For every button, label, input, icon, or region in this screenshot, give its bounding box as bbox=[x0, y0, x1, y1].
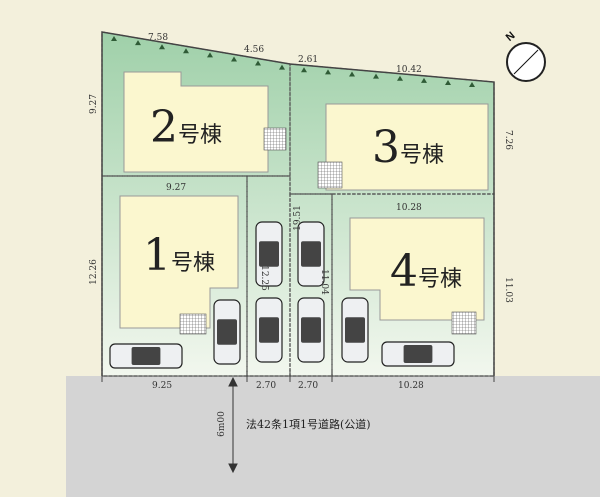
building-4-label: 4号棟 bbox=[390, 246, 462, 297]
fence-marker bbox=[325, 69, 331, 75]
dim-bottom-2: 2.70 bbox=[256, 381, 276, 391]
house-3 bbox=[317, 103, 489, 191]
dim-drive-left: 12.25 bbox=[259, 265, 269, 291]
parking-cars bbox=[109, 221, 455, 369]
fence-marker bbox=[349, 71, 355, 77]
fence-marker bbox=[279, 64, 285, 70]
bottom-dimension-line bbox=[101, 370, 495, 382]
building-1-label: 1号棟 bbox=[143, 230, 215, 281]
dim-bottom-4: 10.28 bbox=[398, 381, 424, 391]
dim-lot1-top: 9.27 bbox=[166, 183, 186, 193]
grid-block bbox=[317, 161, 343, 189]
grid-block bbox=[179, 313, 207, 335]
fence-marker bbox=[301, 67, 307, 73]
dim-drive-right-a: 19.51 bbox=[293, 205, 303, 231]
car-icon bbox=[297, 221, 325, 287]
car-icon bbox=[255, 297, 283, 363]
road-label: 法42条1項1号道路(公道) bbox=[246, 417, 371, 431]
fence-marker bbox=[421, 77, 427, 83]
road-width-label: 6m00 bbox=[217, 411, 227, 437]
dim-top-right-a: 2.61 bbox=[298, 55, 318, 65]
car-icon bbox=[255, 221, 283, 287]
fence-markers bbox=[111, 36, 475, 88]
car-icon bbox=[213, 299, 241, 365]
outer-boundary bbox=[101, 31, 495, 376]
car-icon bbox=[341, 297, 369, 363]
fence-marker bbox=[445, 79, 451, 85]
road bbox=[66, 376, 600, 497]
house-4 bbox=[349, 217, 485, 335]
dim-lot3-right: 7.26 bbox=[503, 130, 513, 150]
dim-lot2-left: 9.27 bbox=[89, 94, 99, 114]
car-icon bbox=[297, 297, 325, 363]
fence-marker bbox=[159, 44, 165, 50]
fence-marker bbox=[183, 48, 189, 54]
fence-marker bbox=[111, 36, 117, 42]
car-icon bbox=[109, 343, 183, 369]
road-width-arrow bbox=[228, 376, 238, 474]
dim-drive-right-b: 11.04 bbox=[319, 269, 329, 295]
fence-marker bbox=[373, 73, 379, 79]
compass-icon: N bbox=[504, 30, 546, 82]
fence-marker bbox=[397, 75, 403, 81]
dim-top-left-b: 4.56 bbox=[244, 45, 264, 55]
building-2-label: 2号棟 bbox=[150, 102, 222, 153]
fence-marker bbox=[255, 60, 261, 66]
fence-marker bbox=[207, 52, 213, 58]
car-icon bbox=[381, 341, 455, 367]
dim-bottom-1: 9.25 bbox=[152, 381, 172, 391]
dim-bottom-3: 2.70 bbox=[298, 381, 318, 391]
building-3-label: 3号棟 bbox=[372, 122, 444, 173]
house-1 bbox=[119, 195, 239, 335]
grid-block bbox=[451, 311, 477, 335]
dim-lot1-left: 12.26 bbox=[89, 259, 99, 285]
fence-marker bbox=[135, 40, 141, 46]
dim-top-left-a: 7.58 bbox=[148, 33, 168, 43]
house-2 bbox=[123, 71, 287, 173]
dim-lot4-top: 10.28 bbox=[396, 203, 422, 213]
dim-lot4-right: 11.03 bbox=[503, 277, 513, 303]
fence-marker bbox=[469, 82, 475, 88]
fence-marker bbox=[231, 56, 237, 62]
grid-block bbox=[263, 127, 287, 151]
compass-north-label: N bbox=[504, 30, 518, 44]
dim-top-right-b: 10.42 bbox=[396, 65, 422, 75]
